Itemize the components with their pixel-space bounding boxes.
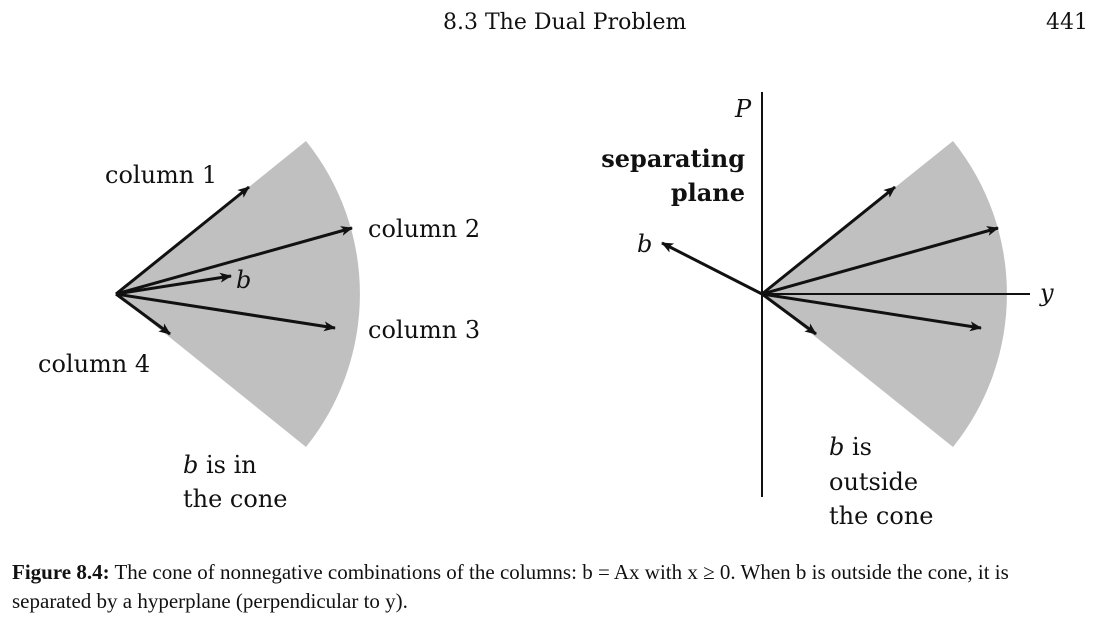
left-column-4-arrow [115,292,171,336]
label-separating: separating [601,144,745,173]
label-vector-b-left: b [236,266,251,294]
caption-text: The cone of nonnegative combinations of … [12,560,1009,613]
figure-8-4: column 1 column 2 column 3 column 4 b b … [38,92,1054,530]
label-vector-b-right: b [637,230,652,258]
caption-label: Figure 8.4: [12,560,110,584]
section-title: 8.3 The Dual Problem [443,10,687,35]
right-note-line-2: outside [829,468,918,496]
right-note-line-3: the cone [829,502,933,530]
left-column-3-arrow [115,292,336,332]
left-cone-diagram: column 1 column 2 column 3 column 4 b b … [38,141,480,513]
label-column-2: column 2 [368,215,480,243]
right-column-2-arrow [761,226,999,296]
label-column-4: column 4 [38,350,150,378]
right-note-rest: is [844,433,872,461]
right-note-line-1: b is [829,433,872,461]
label-axis-y: y [1039,279,1054,307]
page-header: 8.3 The Dual Problem 441 [0,10,1100,40]
label-plane: plane [671,178,745,207]
right-note-var: b [829,433,844,461]
left-b-arrow [115,272,232,296]
left-note-rest: is in [198,451,256,479]
label-column-3: column 3 [368,316,480,344]
left-column-2-arrow [115,226,353,296]
left-note-line-2: the cone [183,485,287,513]
label-plane-p: P [734,95,752,123]
page-number: 441 [1046,10,1088,35]
left-cone [116,141,360,447]
right-column-1-arrow [761,185,896,296]
right-column-3-arrow [761,292,982,332]
right-b-arrow [661,241,763,296]
figure-caption: Figure 8.4: The cone of nonnegative comb… [12,558,1092,616]
left-note-var: b [183,451,198,479]
right-column-4-arrow [761,292,817,336]
right-cone-diagram: P separating plane b y b is outside the … [601,92,1054,530]
left-note-line-1: b is in [183,451,257,479]
left-column-1-arrow [115,185,250,296]
label-column-1: column 1 [105,161,217,189]
